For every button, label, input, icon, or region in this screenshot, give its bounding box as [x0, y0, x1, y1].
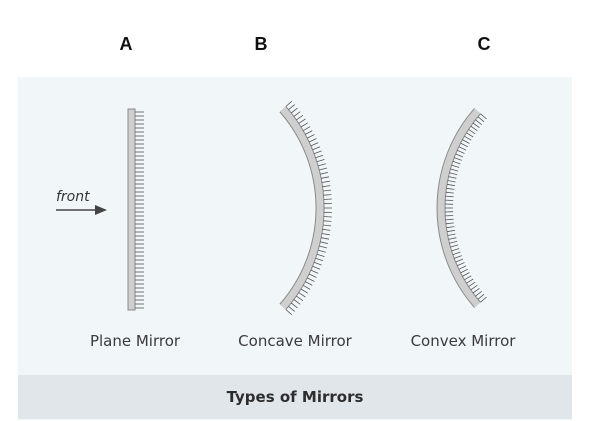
front-arrow	[56, 205, 107, 215]
convex-mirror	[436, 108, 487, 308]
plane-mirror	[127, 108, 144, 311]
label-b: B	[254, 34, 268, 54]
concave-mirror	[279, 100, 332, 316]
convex-mirror-hatching	[445, 113, 487, 303]
plane-mirror-label: Plane Mirror	[89, 332, 181, 350]
front-label: front	[56, 189, 90, 205]
caption-bar: Types of Mirrors	[18, 375, 572, 419]
convex-mirror-label: Convex Mirror	[410, 332, 516, 350]
concave-mirror-hatching	[285, 100, 332, 316]
diagram-caption: Types of Mirrors	[226, 388, 364, 406]
label-a: A	[119, 34, 133, 54]
diagram-panel	[18, 77, 572, 420]
label-c: C	[477, 34, 491, 54]
concave-mirror-label: Concave Mirror	[238, 332, 352, 350]
plane-mirror-hatching	[135, 111, 144, 309]
